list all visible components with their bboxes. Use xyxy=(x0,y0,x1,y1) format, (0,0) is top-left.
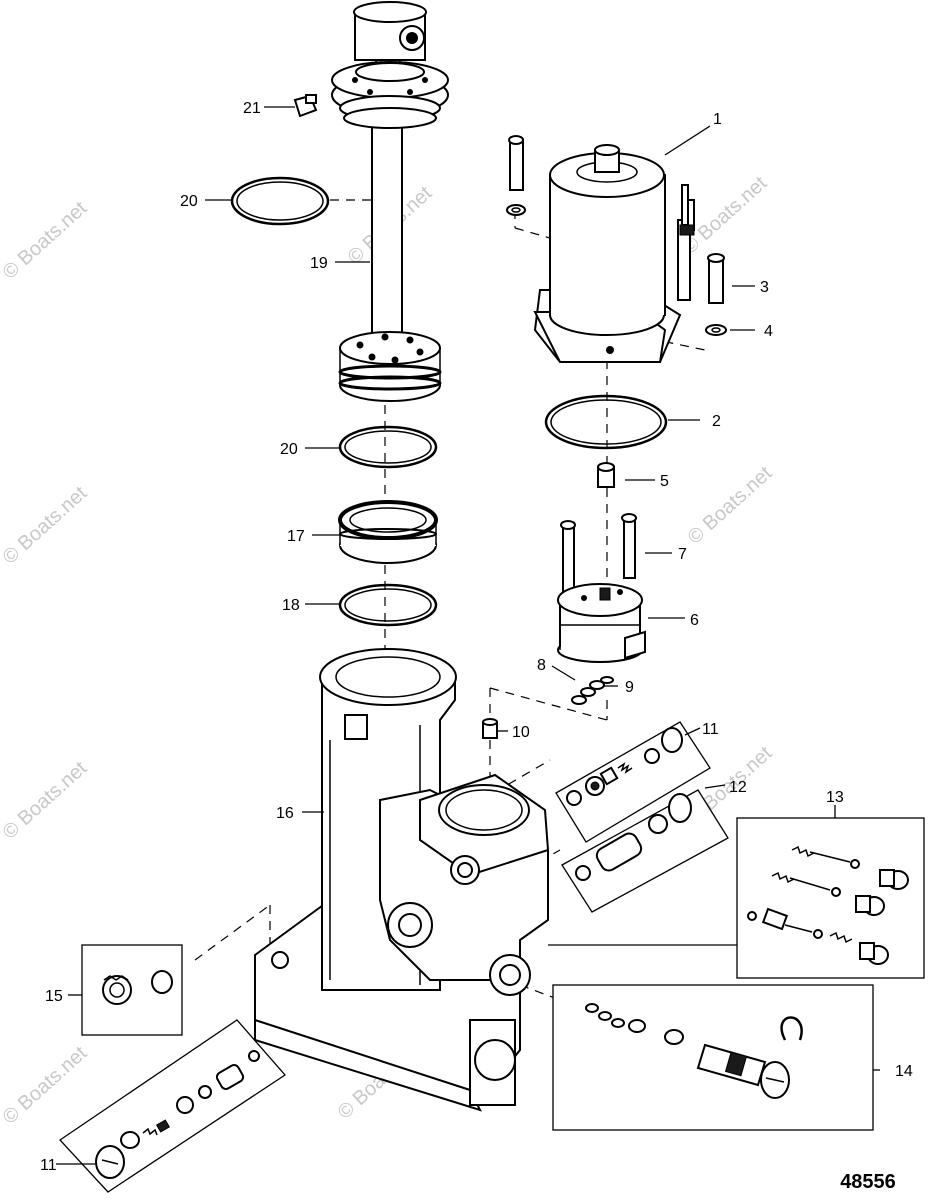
callout-21: 21 xyxy=(243,100,261,117)
callout-11-upper: 11 xyxy=(702,721,719,738)
o-ring xyxy=(338,425,438,469)
screw xyxy=(560,520,576,596)
valve-kit-13 xyxy=(736,817,925,979)
callout-15: 15 xyxy=(45,988,63,1005)
callout-18: 18 xyxy=(282,597,300,614)
callout-10: 10 xyxy=(512,724,530,741)
callout-17: 17 xyxy=(287,528,305,545)
watermark: © Boats.net xyxy=(684,462,777,549)
coupler xyxy=(597,462,615,488)
callout-1: 1 xyxy=(713,111,722,128)
callout-13: 13 xyxy=(826,789,844,806)
screw xyxy=(508,135,524,191)
plug-screw xyxy=(293,94,318,118)
check-valve xyxy=(482,718,498,739)
valve-kit-14 xyxy=(552,984,874,1131)
valve-kit-12 xyxy=(561,789,729,913)
watermark: © Boats.net xyxy=(0,757,92,844)
o-ring xyxy=(544,394,668,450)
callout-4: 4 xyxy=(764,323,773,340)
callout-11-lower: 11 xyxy=(40,1157,57,1174)
trim-ram-assembly xyxy=(331,1,449,402)
callout-20-lower: 20 xyxy=(280,441,298,458)
figure-number: 48556 xyxy=(840,1171,896,1193)
callouts: 1 2 3 4 5 6 7 8 9 10 11 12 13 14 15 16 1… xyxy=(40,100,913,1174)
leader-lines xyxy=(56,106,880,1165)
callout-14: 14 xyxy=(895,1063,913,1080)
cylinder-manifold xyxy=(254,648,550,1112)
callout-9: 9 xyxy=(625,679,634,696)
pump-motor xyxy=(533,144,695,363)
callout-6: 6 xyxy=(690,612,699,629)
callout-12: 12 xyxy=(729,779,747,796)
o-ring xyxy=(571,676,614,705)
callout-7: 7 xyxy=(678,546,687,563)
washer xyxy=(506,204,526,216)
screw xyxy=(707,253,725,304)
watermark: © Boats.net xyxy=(0,482,92,569)
callout-20-upper: 20 xyxy=(180,193,198,210)
watermark: © Boats.net xyxy=(0,197,92,284)
callout-19: 19 xyxy=(310,255,328,272)
valve-kit-upper xyxy=(555,721,711,843)
o-ring xyxy=(230,176,330,226)
valve-kit-15 xyxy=(81,944,183,1036)
callout-8: 8 xyxy=(537,657,546,674)
callout-16: 16 xyxy=(276,805,294,822)
callout-2: 2 xyxy=(712,413,721,430)
gland-nut xyxy=(338,500,438,564)
washer xyxy=(705,324,727,336)
callout-3: 3 xyxy=(760,279,769,296)
o-ring xyxy=(338,583,438,627)
watermark: © Boats.net xyxy=(0,1042,92,1129)
pump xyxy=(557,583,646,663)
callout-5: 5 xyxy=(660,473,669,490)
valve-kit-lower xyxy=(59,1019,286,1193)
screw xyxy=(621,513,637,579)
